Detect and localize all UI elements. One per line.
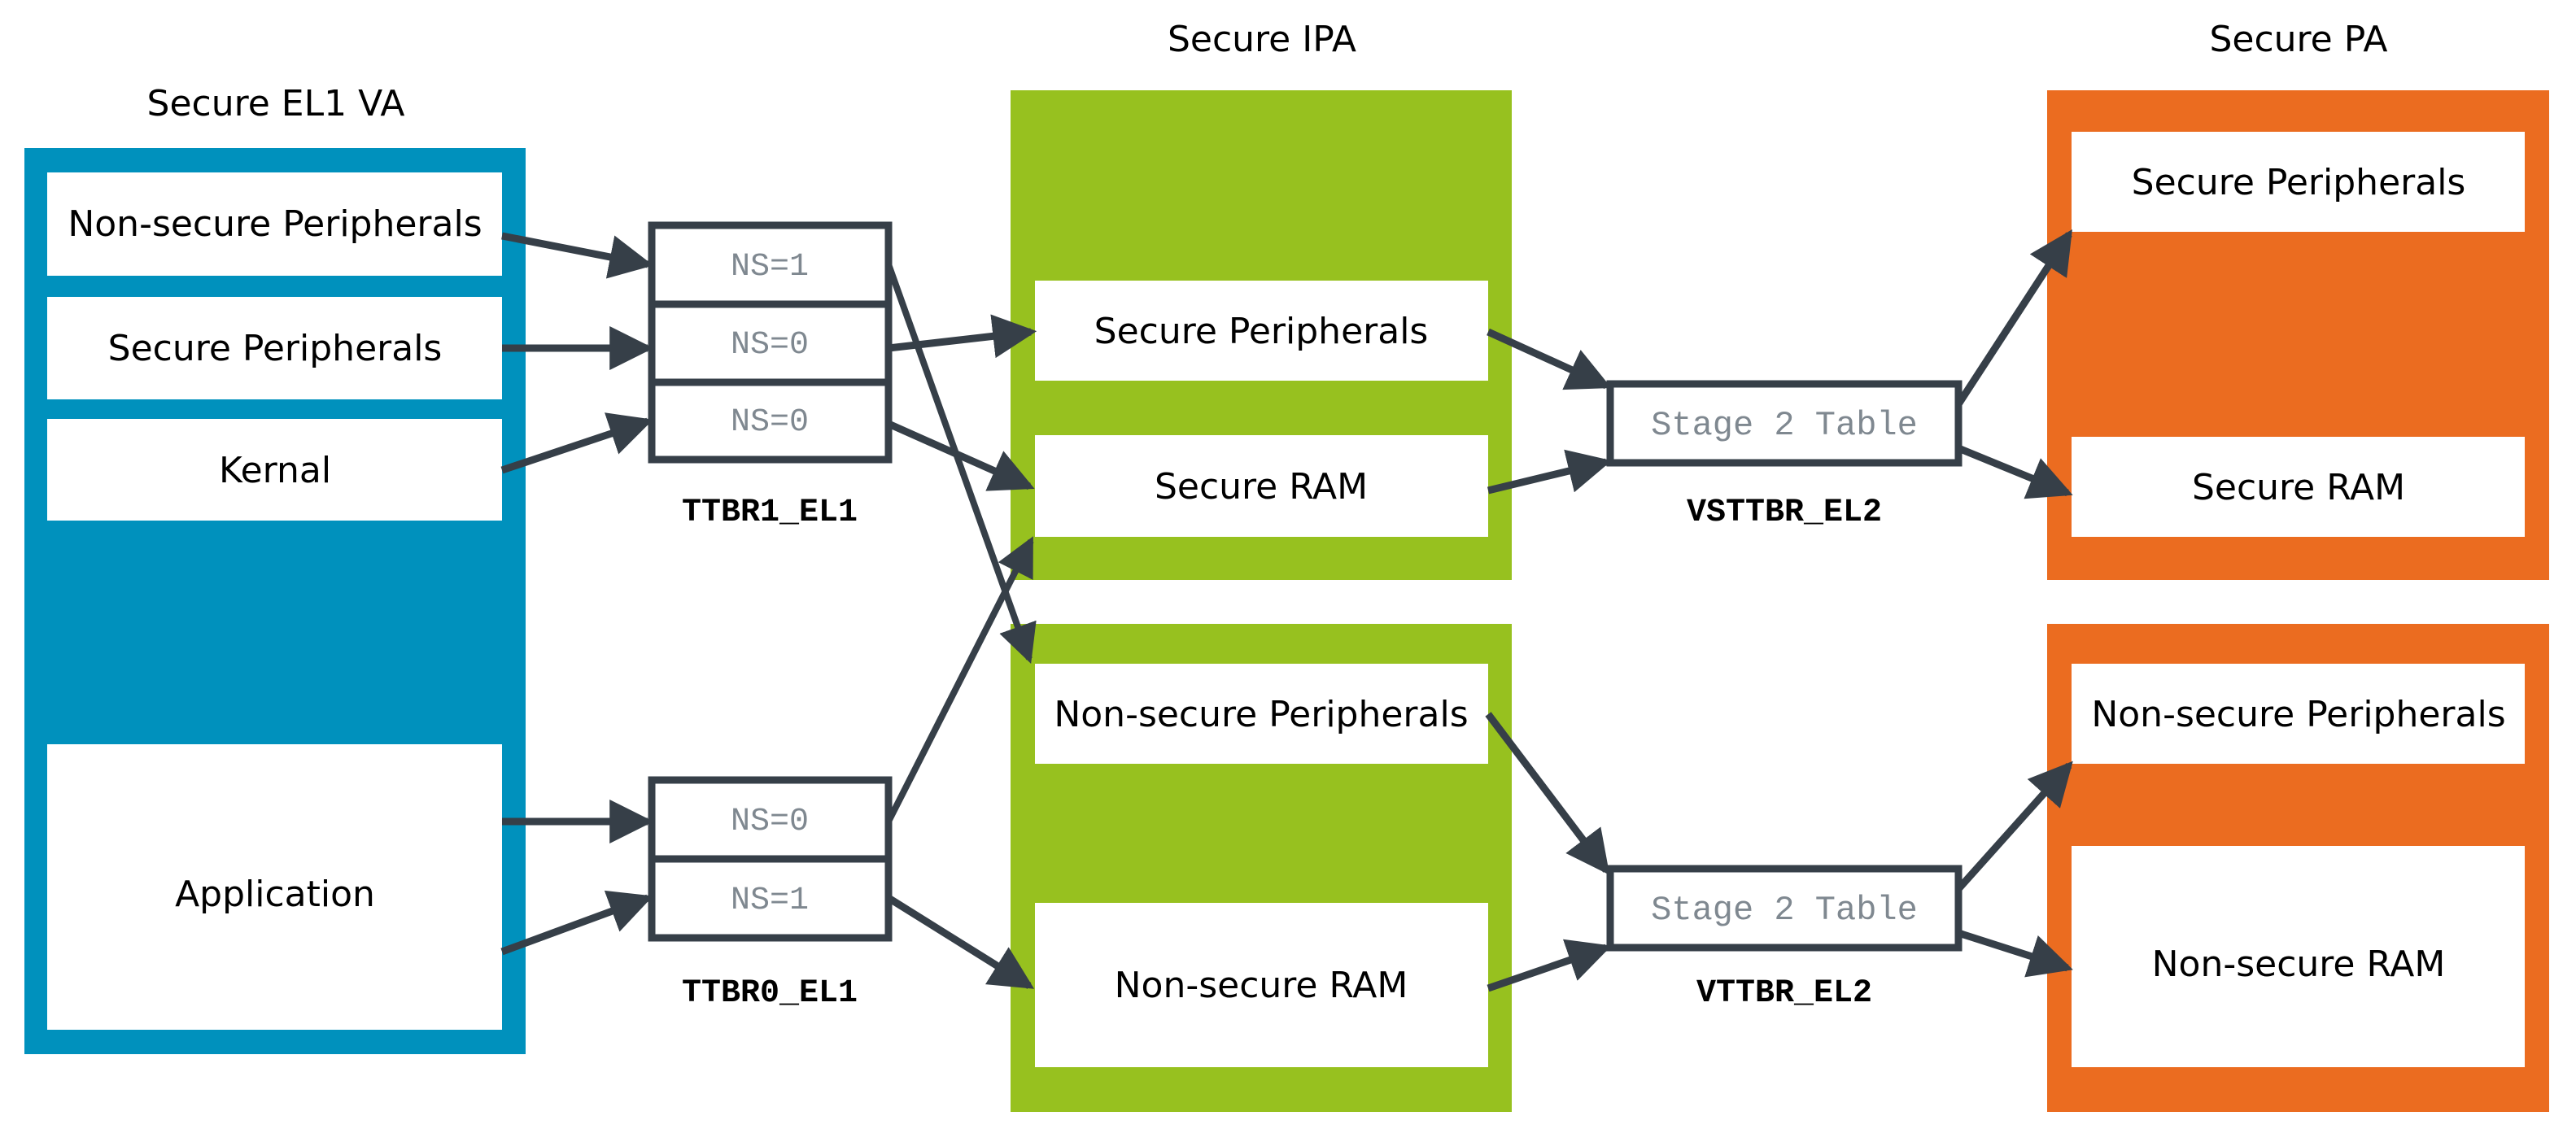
ipa-region-nonsecure-peripherals: Non-secure Peripherals xyxy=(1035,664,1488,764)
ipa-region-secure-peripherals: Secure Peripherals xyxy=(1035,281,1488,381)
va-region-nonsecure-peripherals: Non-secure Peripherals xyxy=(47,172,502,276)
stage2-table-box xyxy=(1606,380,1963,467)
stage2-table-nonsecure: Stage 2 Table VTTBR_EL2 xyxy=(1606,865,1963,1012)
pa-region-label: Secure Peripherals xyxy=(2132,162,2466,203)
stage2-table-text: Stage 2 Table xyxy=(1651,891,1918,930)
ipa-region-secure-ram: Secure RAM xyxy=(1035,435,1488,537)
arrow-va-app-to-ttbr0-ns1 xyxy=(500,890,653,956)
arrow-ttbr0-ns1-to-ipa-nsram xyxy=(886,895,1035,989)
stage2-table-text: Stage 2 Table xyxy=(1651,406,1918,445)
ipa-region-label: Non-secure Peripherals xyxy=(1054,694,1468,735)
pa-region-secure-ram: Secure RAM xyxy=(2072,437,2525,537)
ipa-region-label: Secure RAM xyxy=(1155,466,1368,508)
va-region-label: Application xyxy=(175,874,375,915)
va-column-title: Secure EL1 VA xyxy=(147,83,405,124)
arrow-ipa-sp-to-vsttbr xyxy=(1487,328,1612,390)
arrow-ttbr1-ns0-to-ipa-sp xyxy=(888,314,1037,359)
ttbr0-entry-text: NS=0 xyxy=(731,804,809,840)
ipa-region-nonsecure-ram: Non-secure RAM xyxy=(1035,903,1488,1067)
ipa-secure-space: Secure Peripherals Secure RAM xyxy=(1011,90,1512,580)
pa-region-secure-peripherals: Secure Peripherals xyxy=(2072,132,2525,232)
arrow-ttbr1-ns1-to-ipa-nsp xyxy=(885,263,1037,665)
va-region-label: Non-secure Peripherals xyxy=(68,203,482,245)
pa-nonsecure-space: Non-secure Peripherals Non-secure RAM xyxy=(2047,624,2549,1112)
arrow-ipa-nsp-to-vttbr xyxy=(1485,712,1610,875)
arrow-vttbr-to-pa-nsp xyxy=(1955,761,2073,892)
ttbr1-entry-text: NS=0 xyxy=(731,327,809,364)
ttbr1-table: NS=1 NS=0 NS=0 TTBR1_EL1 xyxy=(648,221,893,531)
ttbr1-entry-text: NS=0 xyxy=(731,404,809,441)
ipa-column-title: Secure IPA xyxy=(1168,19,1356,60)
pa-region-label: Secure RAM xyxy=(2192,467,2405,508)
pa-secure-space: Secure Peripherals Secure RAM xyxy=(2047,90,2549,580)
arrow-va-nsp-to-ttbr1 xyxy=(501,232,654,279)
stage2-table-secure: Stage 2 Table VSTTBR_EL2 xyxy=(1606,380,1963,531)
ipa-region-label: Secure Peripherals xyxy=(1094,311,1429,352)
arrow-vttbr-to-pa-nsram xyxy=(1957,929,2073,978)
va-region-label: Kernal xyxy=(219,450,331,491)
pa-region-nonsecure-peripherals: Non-secure Peripherals xyxy=(2072,664,2525,764)
pa-region-label: Non-secure RAM xyxy=(2152,944,2446,985)
vttbr-register-label: VTTBR_EL2 xyxy=(1696,975,1872,1012)
arrow-ttbr1-ns0-to-ipa-sram xyxy=(887,420,1035,491)
arrow-va-kernal-to-ttbr1 xyxy=(500,412,653,474)
ttbr0-entry xyxy=(648,855,893,942)
stage2-table-box xyxy=(1606,865,1963,952)
pa-column-title: Secure PA xyxy=(2209,19,2387,60)
arrow-ipa-nsram-to-vttbr xyxy=(1487,939,1612,992)
arrow-vsttbr-to-pa-sram xyxy=(1957,444,2073,499)
va-region-label: Secure Peripherals xyxy=(108,328,443,369)
va-region-secure-peripherals: Secure Peripherals xyxy=(47,297,502,399)
arrow-ipa-sram-to-vsttbr xyxy=(1487,449,1612,495)
ttbr1-register-label: TTBR1_EL1 xyxy=(682,495,858,531)
arrow-ttbr0-ns0-to-ipa-sram xyxy=(885,536,1034,823)
ipa-region-label: Non-secure RAM xyxy=(1115,965,1408,1006)
ttbr1-entry-text: NS=1 xyxy=(731,249,809,286)
va-address-space: Non-secure Peripherals Secure Peripheral… xyxy=(24,148,526,1054)
ttbr0-register-label: TTBR0_EL1 xyxy=(682,975,858,1012)
pa-region-label: Non-secure Peripherals xyxy=(2091,694,2505,735)
va-region-kernal: Kernal xyxy=(47,419,502,521)
pa-region-nonsecure-ram: Non-secure RAM xyxy=(2072,846,2525,1067)
ipa-nonsecure-space: Non-secure Peripherals Non-secure RAM xyxy=(1011,624,1512,1112)
ttbr0-table: NS=0 NS=1 TTBR0_EL1 xyxy=(648,776,893,1012)
vsttbr-register-label: VSTTBR_EL2 xyxy=(1687,495,1882,531)
ttbr0-entry-text: NS=1 xyxy=(731,883,809,919)
ttbr0-entry xyxy=(648,776,893,863)
arrow-vsttbr-to-pa-sp xyxy=(1955,229,2072,407)
va-region-application: Application xyxy=(47,744,502,1030)
ttbr1-entry xyxy=(648,300,893,386)
